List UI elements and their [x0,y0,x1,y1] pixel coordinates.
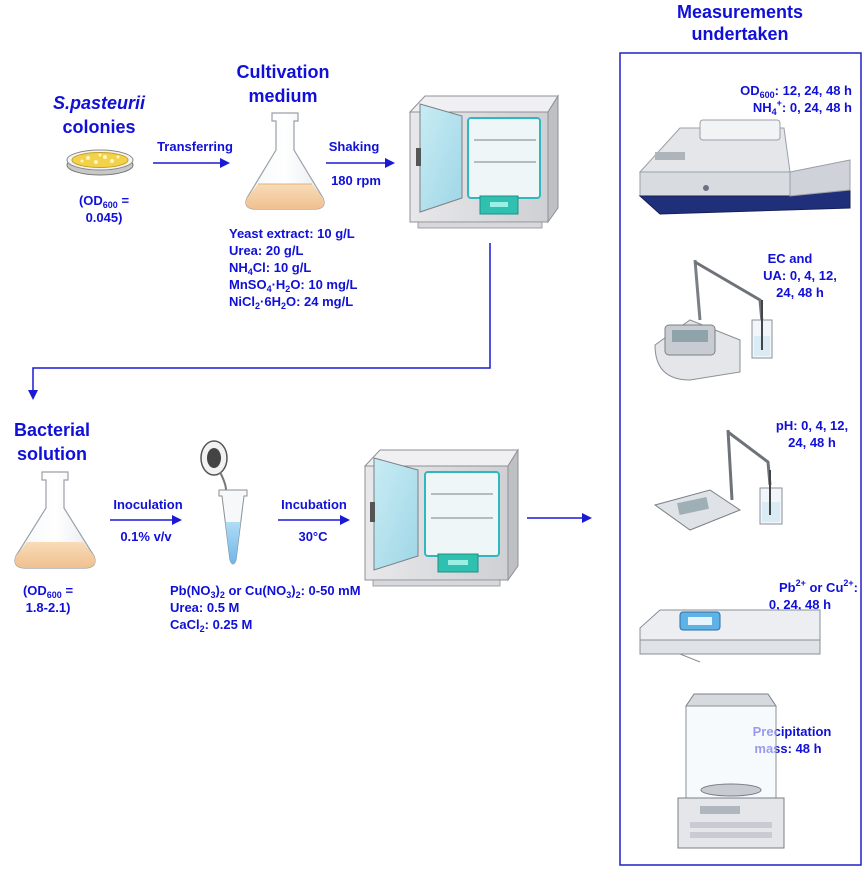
shaking-incubator-icon [408,94,559,229]
measurement-metal-analyzer: Pb2+ or Cu2+: 0, 24, 48 h [639,578,858,663]
measurements-title-line1: Measurements [677,2,803,22]
recipe-nicl2: NiCl2·6H2O: 24 mg/L [229,294,353,311]
colonies-od-label: (OD600 = [79,193,129,210]
balance-icon [677,693,785,849]
recipe-mnso4: MnSO4·H2O: 10 mg/L [229,277,358,294]
shaking-step: Shaking 180 rpm [326,139,395,188]
recipe-urea: Urea: 20 g/L [229,243,303,258]
bacterial-od-label: (OD600 = [23,583,73,600]
shaking-label: Shaking [329,139,380,154]
inoculation-step: Inoculation 0.1% v/v [110,497,183,544]
cultivation-recipe: Yeast extract: 10 g/L Urea: 20 g/L NH4Cl… [229,226,358,311]
connector-arrow [28,243,491,400]
cultivation-title-line2: medium [248,86,317,106]
bacterial-solution-group: Bacterial solution (OD600 = 1.8-2.1) [14,420,96,615]
reaction-composition: Pb(NO3)2 or Cu(NO3)2: 0-50 mM Urea: 0.5 … [170,583,361,634]
reaction-cacl2: CaCl2: 0.25 M [170,617,252,634]
transferring-label: Transferring [157,139,233,154]
transferring-step: Transferring [153,139,233,168]
measurement-nh4: NH4+: 0, 24, 48 h [753,98,852,117]
analyzer-icon [639,609,821,663]
microtube-icon [200,440,248,565]
measurement-ec-line2: UA: 0, 4, 12, [763,268,837,283]
bacterial-title-line2: solution [17,444,87,464]
erlenmeyer-flask-icon [14,471,96,569]
colonies-od-value: 0.045) [86,210,123,225]
recipe-yeast: Yeast extract: 10 g/L [229,226,355,241]
cultivation-group: Cultivation medium Yeast extract: 10 g/L… [229,62,358,311]
measurement-metal-line2: 0, 24, 48 h [769,597,831,612]
measurement-ph-line1: pH: 0, 4, 12, [776,418,848,433]
measurements-title-line2: undertaken [691,24,788,44]
colonies-group: S.pasteurii colonies (OD600 = 0.045) [53,93,146,225]
erlenmeyer-flask-icon [245,112,325,210]
incubation-label: Incubation [281,497,347,512]
measurement-metal-line1: Pb2+ or Cu2+: [779,578,858,595]
ph-meter-icon [653,429,783,531]
reaction-metal-salts: Pb(NO3)2 or Cu(NO3)2: 0-50 mM [170,583,361,600]
measurement-ec-line3: 24, 48 h [776,285,824,300]
measurement-ph-line2: 24, 48 h [788,435,836,450]
measurement-spectrophotometer: OD600: 12, 24, 48 h NH4+: 0, 24, 48 h [638,83,852,215]
measurement-ec-meter: EC and UA: 0, 4, 12, 24, 48 h [654,251,837,381]
measurement-balance: Precipitation mass: 48 h [677,693,831,849]
incubation-step: Incubation 30°C [278,497,350,544]
measurement-od600: OD600: 12, 24, 48 h [740,83,852,100]
colonies-species-name: S.pasteurii [53,93,146,113]
inoculation-label: Inoculation [113,497,182,512]
inoculation-amount: 0.1% v/v [120,529,172,544]
colonies-word: colonies [62,117,135,137]
measurement-ph-meter: pH: 0, 4, 12, 24, 48 h [653,418,848,531]
bacterial-title-line1: Bacterial [14,420,90,440]
petri-dish-icon [66,149,134,176]
incubator-icon [363,448,519,587]
incubation-temp: 30°C [298,529,328,544]
cultivation-title-line1: Cultivation [237,62,330,82]
recipe-nh4cl: NH4Cl: 10 g/L [229,260,311,277]
measurement-ec-line1: EC and [768,251,813,266]
bacterial-od-value: 1.8-2.1) [26,600,71,615]
reaction-urea: Urea: 0.5 M [170,600,239,615]
spectrophotometer-icon [638,119,851,215]
ec-meter-icon [654,259,773,381]
measurements-panel: Measurements undertaken [619,2,862,866]
shaking-rpm: 180 rpm [331,173,381,188]
measurements-frame [619,52,862,866]
